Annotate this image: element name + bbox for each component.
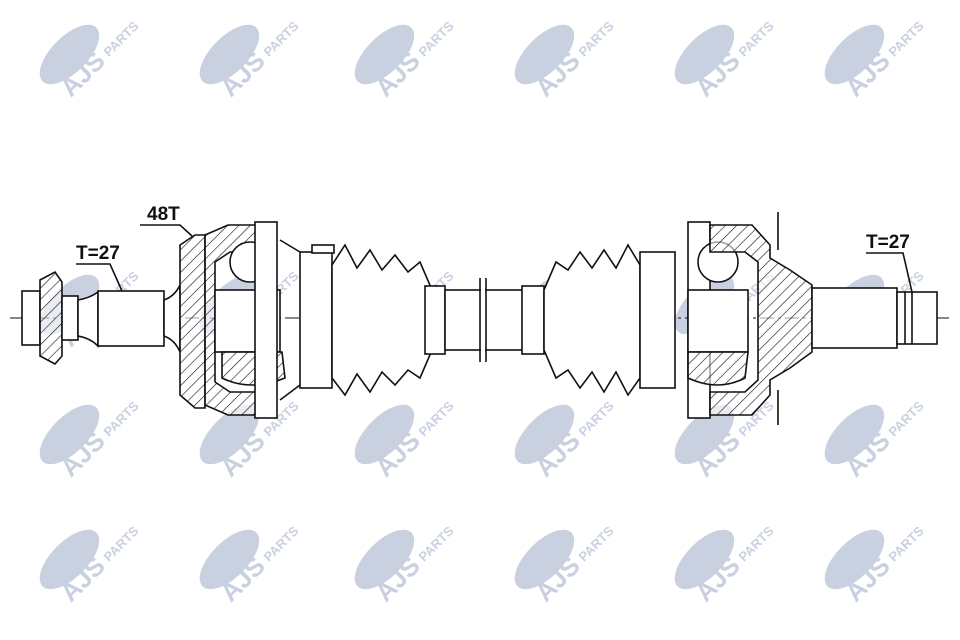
watermark-swoosh <box>199 529 260 590</box>
watermark-swoosh <box>674 24 735 85</box>
watermark-swoosh <box>674 529 735 590</box>
teeth-right-label: T=27 <box>866 232 910 253</box>
right-inner-cv-joint <box>687 212 813 425</box>
right-stub-shaft <box>811 287 938 349</box>
label-48t: 48T <box>140 204 193 237</box>
watermark-swoosh <box>824 24 885 85</box>
watermark-swoosh <box>39 24 100 85</box>
teeth-left-label: T=27 <box>76 243 120 264</box>
watermark-swoosh <box>514 404 575 465</box>
watermark-swoosh <box>354 529 415 590</box>
spline-count-label: 48T <box>147 204 180 225</box>
watermark-swoosh <box>354 404 415 465</box>
watermark-swoosh <box>674 404 735 465</box>
left-stub-shaft <box>21 270 181 366</box>
label-teeth-right: T=27 <box>866 232 913 293</box>
watermark-swoosh <box>354 24 415 85</box>
right-boot <box>521 243 676 397</box>
watermark-swoosh <box>514 24 575 85</box>
watermark-swoosh <box>824 404 885 465</box>
left-outer-cv-joint <box>179 221 301 419</box>
watermark-swoosh <box>39 529 100 590</box>
watermark-swoosh <box>199 24 260 85</box>
watermark-swoosh <box>514 529 575 590</box>
left-boot <box>299 243 446 397</box>
center-shaft <box>444 278 526 362</box>
watermark-swoosh <box>199 404 260 465</box>
label-teeth-left: T=27 <box>76 243 123 292</box>
watermark-swoosh <box>39 404 100 465</box>
watermark-swoosh <box>824 529 885 590</box>
